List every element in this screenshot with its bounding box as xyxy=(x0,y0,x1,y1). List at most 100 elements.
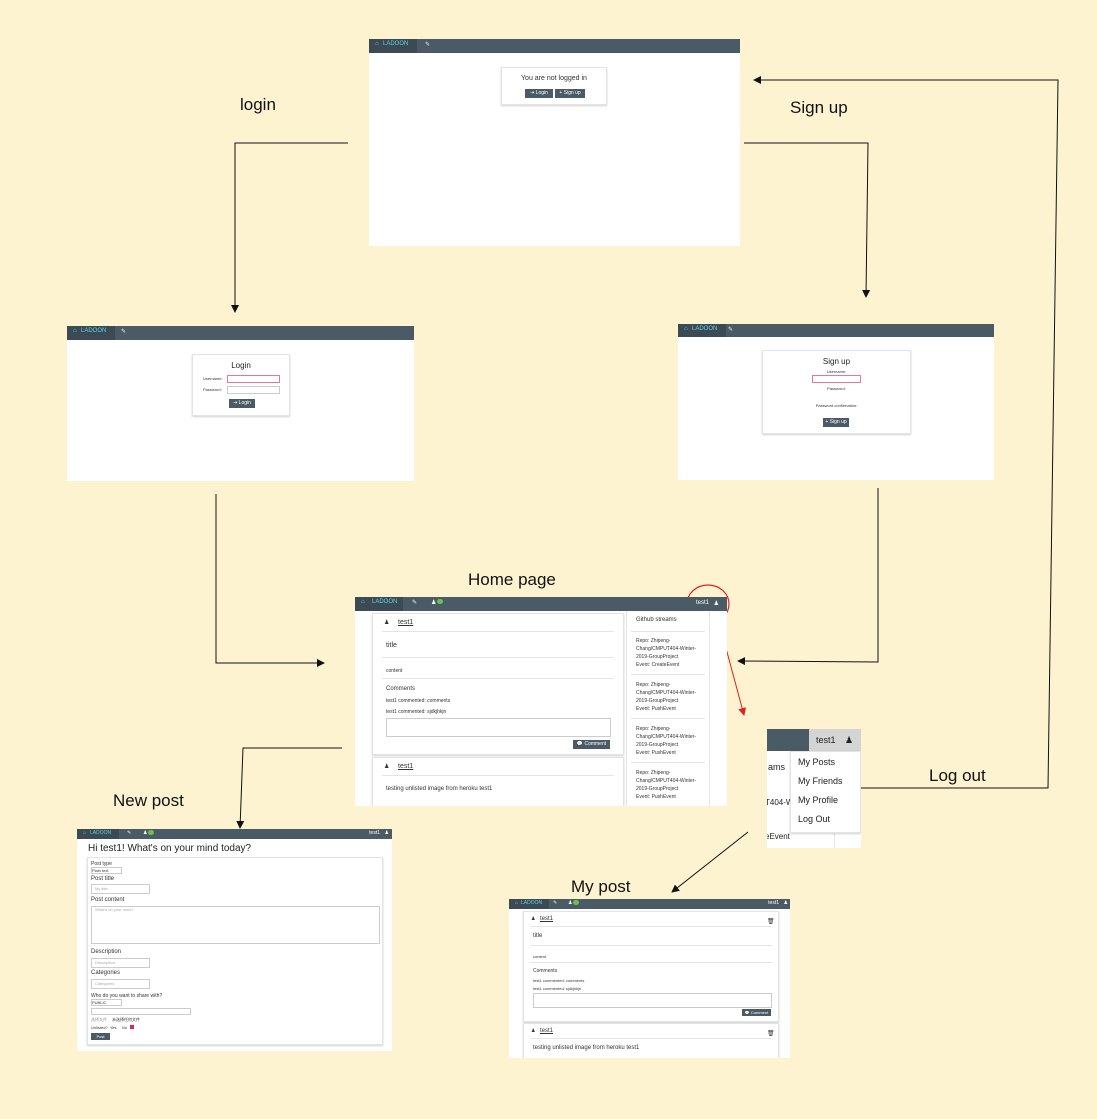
background-fragment: eEvent xyxy=(767,832,790,841)
login-title: Login xyxy=(231,361,251,370)
user-menu[interactable]: test1 xyxy=(369,830,380,836)
trash-icon[interactable]: 🗑 xyxy=(767,919,775,925)
home-icon[interactable]: ⌂ xyxy=(83,830,87,836)
share-select[interactable]: PUBLIC xyxy=(91,999,122,1006)
github-heading: Github streams xyxy=(636,617,677,623)
login-submit-button[interactable]: ⇥ Login xyxy=(229,399,255,408)
brand-link[interactable]: LADOON xyxy=(521,900,543,906)
person-icon: ♟ xyxy=(531,916,536,922)
post-author[interactable]: test1 xyxy=(540,1028,554,1034)
label-my-post: My post xyxy=(571,877,631,896)
choose-file-button[interactable]: 选择文件 xyxy=(91,1017,107,1022)
password-label: Password: xyxy=(827,386,846,391)
brand-link[interactable]: LADOON xyxy=(383,41,409,47)
username-label: Username: xyxy=(826,369,847,374)
pencil-icon[interactable]: ✎ xyxy=(425,42,431,48)
user-menu[interactable]: test1 xyxy=(816,735,836,745)
bell-icon[interactable]: ♟ xyxy=(568,900,580,906)
github-sidebar: Github streams Repo: Zhipeng-Chang/CMPUT… xyxy=(626,611,710,806)
username-label: Username: xyxy=(203,376,223,381)
brand-link[interactable]: LADOON xyxy=(81,328,107,334)
person-icon[interactable]: ♟ xyxy=(845,735,854,745)
categories-input[interactable]: Categories xyxy=(91,979,150,989)
brand-link[interactable]: LADOON xyxy=(692,326,718,332)
menu-item-my-friends[interactable]: My Friends xyxy=(798,776,843,786)
user-menu[interactable]: test1 xyxy=(695,600,709,606)
pencil-icon[interactable]: ✎ xyxy=(412,600,418,606)
navbar: ⌂ LADOON ✎ xyxy=(678,324,994,337)
comment-button[interactable]: 💬 Comment xyxy=(573,740,610,749)
comment-input[interactable] xyxy=(386,718,611,737)
github-repo: Repo: Zhipeng-Chang/CMPUT404-Winter-2019… xyxy=(636,726,697,748)
home-icon[interactable]: ⌂ xyxy=(515,900,519,906)
signup-button[interactable]: + Sign up xyxy=(555,89,585,98)
unlisted-yes-option[interactable]: Yes xyxy=(110,1025,117,1030)
github-repo: Repo: Zhipeng-Chang/CMPUT404-Winter-2019… xyxy=(636,638,697,660)
arrow-myposts xyxy=(671,831,749,893)
person-icon: ♟ xyxy=(384,620,390,626)
signup-title: Sign up xyxy=(822,357,851,366)
screen-new-post: ⌂ LADOON ✎ ♟ test1 ♟ Hi test1! What's on… xyxy=(77,829,392,1051)
post-card: ♟ test1 🗑 testing unlisted image from he… xyxy=(523,1023,779,1058)
bell-icon[interactable]: ♟ xyxy=(431,599,444,606)
description-input[interactable]: Description xyxy=(91,958,150,968)
post-title-label: Post title xyxy=(91,876,115,882)
post-submit-button[interactable]: Post xyxy=(91,1033,110,1040)
github-event: Event: PushEvent xyxy=(636,706,676,712)
bell-icon[interactable]: ♟ xyxy=(143,830,155,836)
pencil-icon[interactable]: ✎ xyxy=(121,329,127,335)
menu-item-my-posts[interactable]: My Posts xyxy=(798,757,836,767)
post-content-input[interactable]: What's on your mind? xyxy=(91,906,380,944)
pencil-icon[interactable]: ✎ xyxy=(127,830,132,836)
home-icon[interactable]: ⌂ xyxy=(73,328,77,334)
unlisted-checkbox[interactable] xyxy=(130,1025,134,1029)
share-label: Who do you want to share with? xyxy=(91,993,163,999)
menu-item-my-profile[interactable]: My Profile xyxy=(798,795,839,805)
label-home-page: Home page xyxy=(468,570,556,589)
screen-user-dropdown: test1 ♟ ams T404-W eEvent My Posts My Fr… xyxy=(767,729,861,848)
post-author[interactable]: test1 xyxy=(540,916,554,922)
arrow-home-to-newpost xyxy=(236,747,342,829)
comment-item: test1 commented: sjdkjhkjn xyxy=(386,709,447,715)
github-repo: Repo: Zhipeng-Chang/CMPUT404-Winter-2019… xyxy=(636,682,697,704)
person-icon[interactable]: ♟ xyxy=(783,900,788,906)
github-event: Event: PushEvent xyxy=(636,794,676,800)
home-icon[interactable]: ⌂ xyxy=(375,41,379,47)
post-author[interactable]: test1 xyxy=(398,619,414,626)
username-input[interactable] xyxy=(812,375,861,383)
post-type-select[interactable]: Plain text xyxy=(91,867,122,874)
user-input[interactable] xyxy=(91,1008,191,1015)
categories-label: Categories xyxy=(91,970,121,976)
trash-icon[interactable]: 🗑 xyxy=(767,1031,775,1037)
login-card: Login Username: Password: ⇥ Login xyxy=(192,354,290,416)
person-icon: ♟ xyxy=(384,764,390,770)
description-label: Description xyxy=(91,949,122,955)
comment-input[interactable] xyxy=(533,993,772,1008)
password-confirmation-label: Password confirmation: xyxy=(815,403,858,408)
comment-button[interactable]: 💬 Comment xyxy=(742,1009,771,1016)
file-status: 未选择任何文件 xyxy=(112,1017,140,1022)
brand-link[interactable]: LADOON xyxy=(372,599,398,605)
person-icon[interactable]: ♟ xyxy=(384,830,389,836)
menu-item-log-out[interactable]: Log Out xyxy=(798,814,831,824)
pencil-icon[interactable]: ✎ xyxy=(728,327,734,333)
signup-card: Sign up Username: Password: Password con… xyxy=(762,350,911,434)
home-icon[interactable]: ⌂ xyxy=(361,599,365,605)
brand-link[interactable]: LADOON xyxy=(90,830,112,836)
password-input[interactable] xyxy=(227,386,280,394)
home-icon[interactable]: ⌂ xyxy=(684,326,688,332)
post-title-input[interactable]: My title xyxy=(91,884,150,894)
navbar: ⌂ LADOON ✎ xyxy=(369,39,740,53)
username-input[interactable] xyxy=(227,375,280,383)
label-new-post: New post xyxy=(113,791,184,810)
pencil-icon[interactable]: ✎ xyxy=(553,900,558,906)
unlisted-no-option[interactable]: No xyxy=(122,1025,128,1030)
login-button[interactable]: ⇥ Login xyxy=(525,89,553,98)
label-signup: Sign up xyxy=(790,98,848,117)
arrow-signup-to-home xyxy=(737,488,879,666)
person-icon[interactable]: ♟ xyxy=(713,601,719,607)
user-menu[interactable]: test1 xyxy=(768,900,779,906)
screen-signup: ⌂ LADOON ✎ Sign up Username: Password: P… xyxy=(678,324,994,480)
post-author[interactable]: test1 xyxy=(398,763,414,770)
signup-submit-button[interactable]: + Sign up xyxy=(823,418,849,427)
